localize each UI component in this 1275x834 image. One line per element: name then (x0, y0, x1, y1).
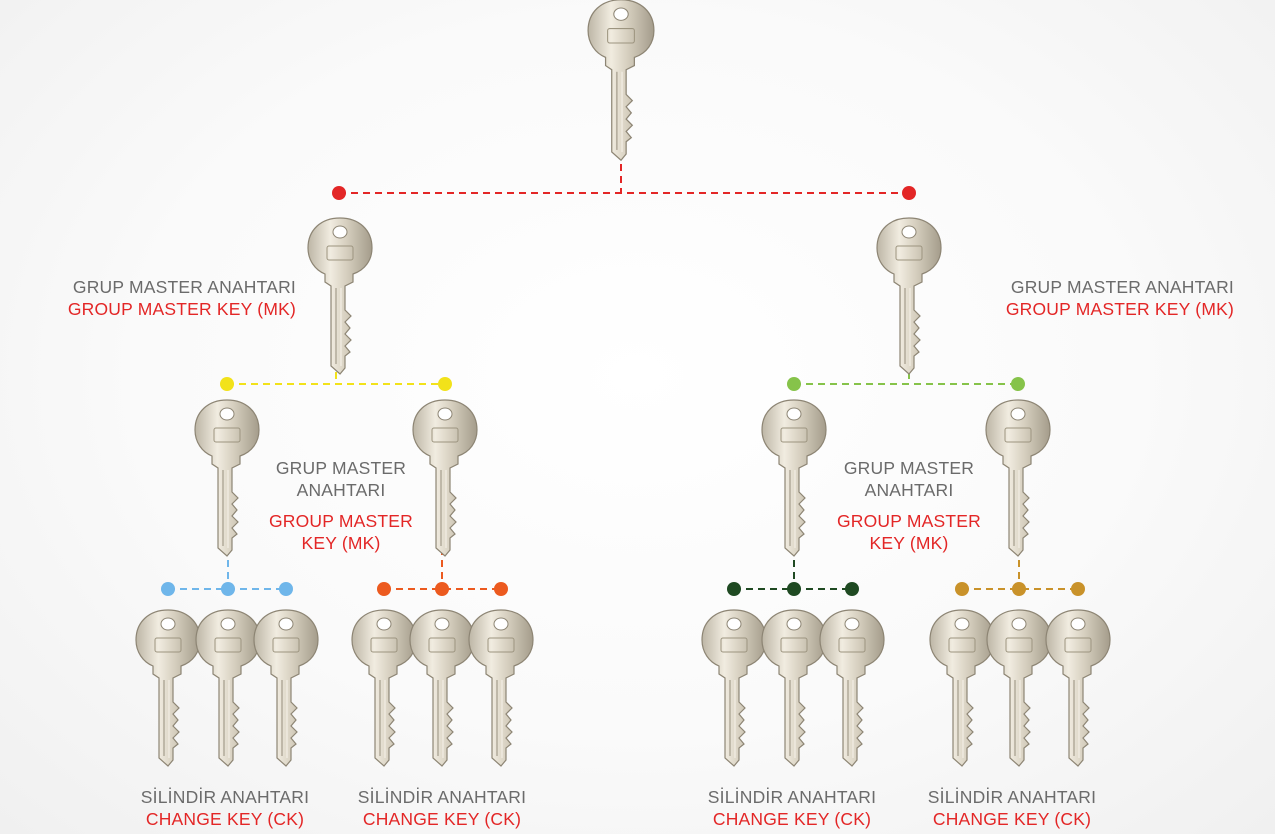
node-dot (377, 582, 391, 596)
key-icon (466, 608, 536, 768)
ck-label-darkgreen-group: SİLİNDİR ANAHTARI CHANGE KEY (CK) (707, 787, 877, 829)
node-dot (787, 377, 801, 391)
node-dot (332, 186, 346, 200)
node-dot (438, 377, 452, 391)
key-icon (585, 0, 657, 164)
node-dot (221, 582, 235, 596)
node-dot (220, 377, 234, 391)
node-dot (279, 582, 293, 596)
key-icon (874, 216, 944, 376)
node-dot (955, 582, 969, 596)
node-dot (727, 582, 741, 596)
node-dot (1011, 377, 1025, 391)
ck-label-gold-group: SİLİNDİR ANAHTARI CHANGE KEY (CK) (927, 787, 1097, 829)
node-dot (1012, 582, 1026, 596)
key-icon (410, 398, 480, 558)
key-icon (251, 608, 321, 768)
key-icon (984, 608, 1054, 768)
key-icon (983, 398, 1053, 558)
right-group-mk-label: GRUP MASTER ANAHTARI GROUP MASTER KEY (M… (836, 458, 982, 553)
node-dot (845, 582, 859, 596)
key-icon (349, 608, 419, 768)
top-right-mk-label: GRUP MASTER ANAHTARI GROUP MASTER KEY (M… (1005, 277, 1234, 319)
ck-label-orange-group: SİLİNDİR ANAHTARI CHANGE KEY (CK) (357, 787, 527, 829)
key-icon (1043, 608, 1113, 768)
node-dot (902, 186, 916, 200)
ck-label-blue-group: SİLİNDİR ANAHTARI CHANGE KEY (CK) (140, 787, 310, 829)
node-dot (494, 582, 508, 596)
node-dot (435, 582, 449, 596)
key-icon (305, 216, 375, 376)
top-left-mk-label: GRUP MASTER ANAHTARI GROUP MASTER KEY (M… (67, 277, 296, 319)
key-icon (759, 398, 829, 558)
key-icon (193, 608, 263, 768)
key-icon (817, 608, 887, 768)
node-dot (1071, 582, 1085, 596)
key-icon (699, 608, 769, 768)
node-dot (161, 582, 175, 596)
left-group-mk-label: GRUP MASTER ANAHTARI GROUP MASTER KEY (M… (268, 458, 414, 553)
node-dot (787, 582, 801, 596)
key-icon (192, 398, 262, 558)
